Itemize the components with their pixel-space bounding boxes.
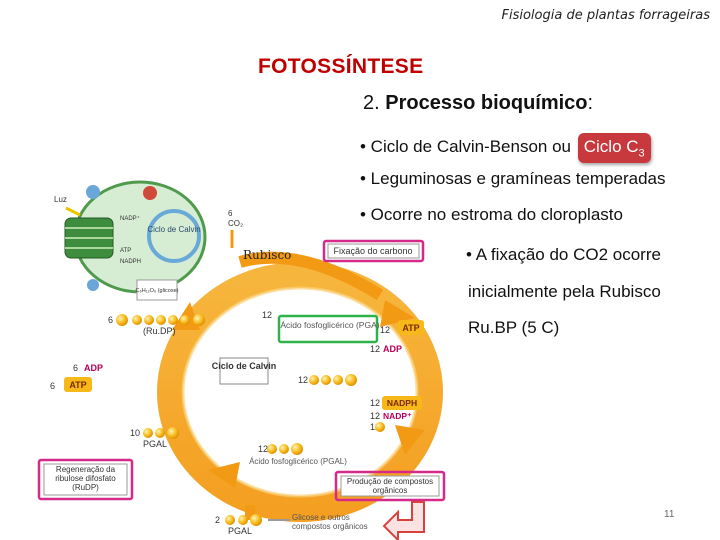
phosphate-row-right: 12: [298, 374, 357, 386]
pgal12-num: 12: [258, 444, 268, 454]
pgal2-num: 2: [215, 515, 220, 525]
pgal12-label: Ácido fosfoglicérico (PGAL): [249, 457, 347, 466]
atp6-num: 6: [50, 381, 55, 391]
nadp12-label: NADP⁺: [383, 411, 412, 421]
luz-label: Luz: [54, 195, 67, 204]
p12a-num: 12: [298, 375, 308, 385]
inset-nadph: NADPH: [120, 259, 141, 265]
inset-atp: ATP: [120, 248, 131, 254]
nadph12-num: 12: [370, 398, 380, 408]
atp6-label: ATP: [69, 380, 86, 390]
page-number: 11: [664, 509, 674, 520]
adp12-label: ADP: [383, 344, 402, 354]
inset-nadp: NADP⁺: [120, 215, 140, 222]
nadph-label: NADPH: [387, 398, 417, 408]
production-label: Produção de compostos orgânicos: [341, 476, 439, 495]
pgal10-label: PGAL: [143, 439, 167, 449]
bullet-calvin-benson: • Ciclo de Calvin-Benson ou Ciclo C3: [360, 133, 651, 163]
ciclo-c3-highlight: Ciclo C3: [578, 133, 651, 163]
bullet-fixacao-line2: inicialmente pela Rubisco: [468, 282, 661, 302]
o2-icon: [143, 186, 157, 200]
ciclo-c3-text: Ciclo C: [584, 137, 639, 156]
inset-calvin-label: Ciclo de Calvin: [147, 225, 200, 234]
inset-co2-icon: [87, 279, 99, 291]
bullet-calvin-text: • Ciclo de Calvin-Benson ou: [360, 137, 576, 156]
rudp-label: (Ru.DP): [143, 326, 176, 336]
center-label: Ciclo de Calvin: [212, 361, 277, 371]
rubisco-label: Rubisco: [243, 248, 291, 262]
return-arrow-icon: [384, 502, 424, 540]
pga-num: 12: [262, 310, 272, 320]
fixation-label: Fixação do carbono: [333, 246, 412, 256]
glucose-out-label: Glicose e outros compostos orgânicos: [292, 513, 372, 531]
bullet-estroma: • Ocorre no estroma do cloroplasto: [360, 205, 623, 225]
bullet-fixacao-line1: • A fixação do CO2 ocorre: [466, 245, 661, 265]
atp12-label: ATP: [402, 323, 419, 333]
ciclo-c3-sub: 3: [639, 147, 645, 159]
adp6-label: ADP: [84, 363, 103, 373]
h2o-icon: [86, 185, 100, 199]
glucose-label: C₆H₁₂O₆ (glicose): [136, 288, 179, 294]
atp12-num: 12: [380, 325, 390, 335]
nadp12-num: 12: [370, 411, 380, 421]
co2-small-num: 6: [228, 209, 233, 218]
regeneration-label: Regeneração da ribulose difosfato (RuDP): [44, 464, 127, 492]
co2-small: CO₂: [228, 219, 243, 228]
pgal10-num: 10: [130, 428, 140, 438]
adp12-num: 12: [370, 344, 380, 354]
bullet-rubp: Ru.BP (5 C): [468, 318, 559, 338]
pgal2-label: PGAL: [228, 526, 252, 536]
pga-label: Ácido fosfoglicérico (PGA): [280, 320, 379, 330]
bullet-leguminosas: • Leguminosas e gramíneas temperadas: [360, 169, 666, 189]
adp6-num: 6: [73, 363, 78, 373]
rudp-num: 6: [108, 315, 113, 325]
chloroplast-inset: Ciclo de Calvin Luz NADP⁺ ATP NADPH C₆H₁…: [54, 182, 243, 300]
